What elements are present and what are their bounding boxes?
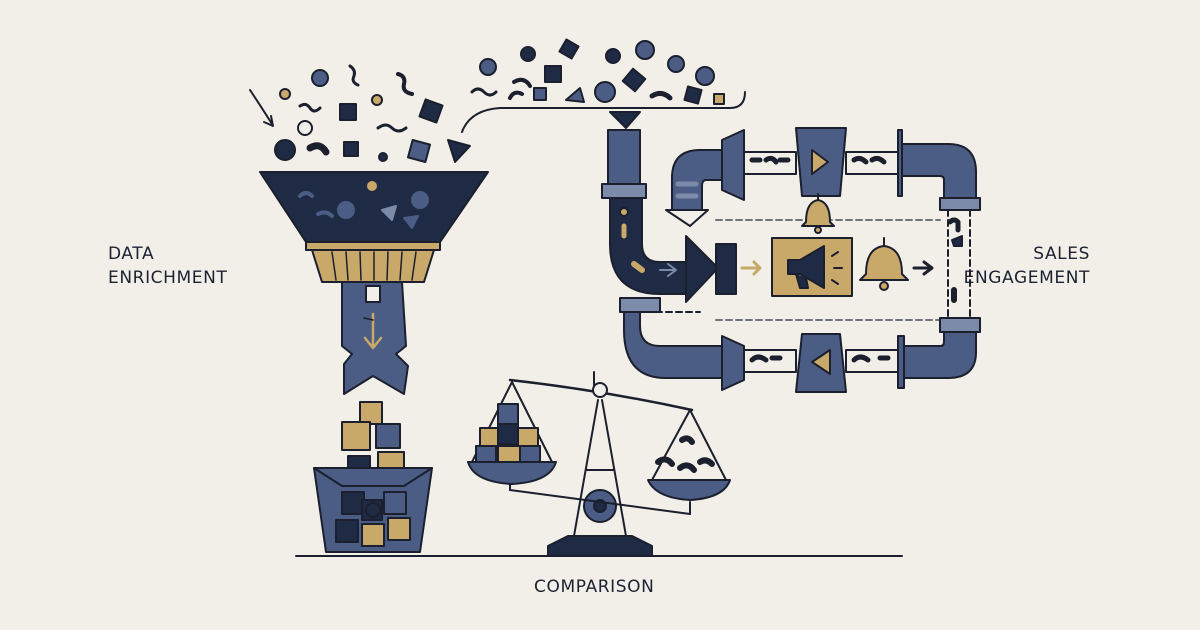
pipeline-icon [601, 111, 981, 393]
raw-data-particles-left [249, 64, 471, 164]
raw-data-particles-right [470, 38, 746, 109]
connector-line [461, 107, 601, 133]
data-enrichment-label-line-1: DATA [108, 244, 155, 264]
data-enrichment-label-line-2: ENRICHMENT [108, 268, 228, 288]
sales-engagement-label-line-1: SALES [1033, 244, 1090, 264]
balance-scale-icon [467, 371, 731, 557]
bell-icon [801, 193, 835, 234]
bucket-icon [313, 401, 433, 553]
comparison-label: COMPARISON [534, 577, 655, 597]
sales-engagement-label: SALES ENGAGEMENT [955, 242, 1090, 290]
arrow-icon [912, 260, 934, 276]
funnel-icon [259, 171, 489, 395]
sales-engagement-label-line-2: ENGAGEMENT [963, 268, 1090, 288]
bell-icon [859, 237, 909, 291]
megaphone-icon [771, 237, 853, 297]
data-enrichment-label: DATA ENRICHMENT [108, 242, 227, 290]
